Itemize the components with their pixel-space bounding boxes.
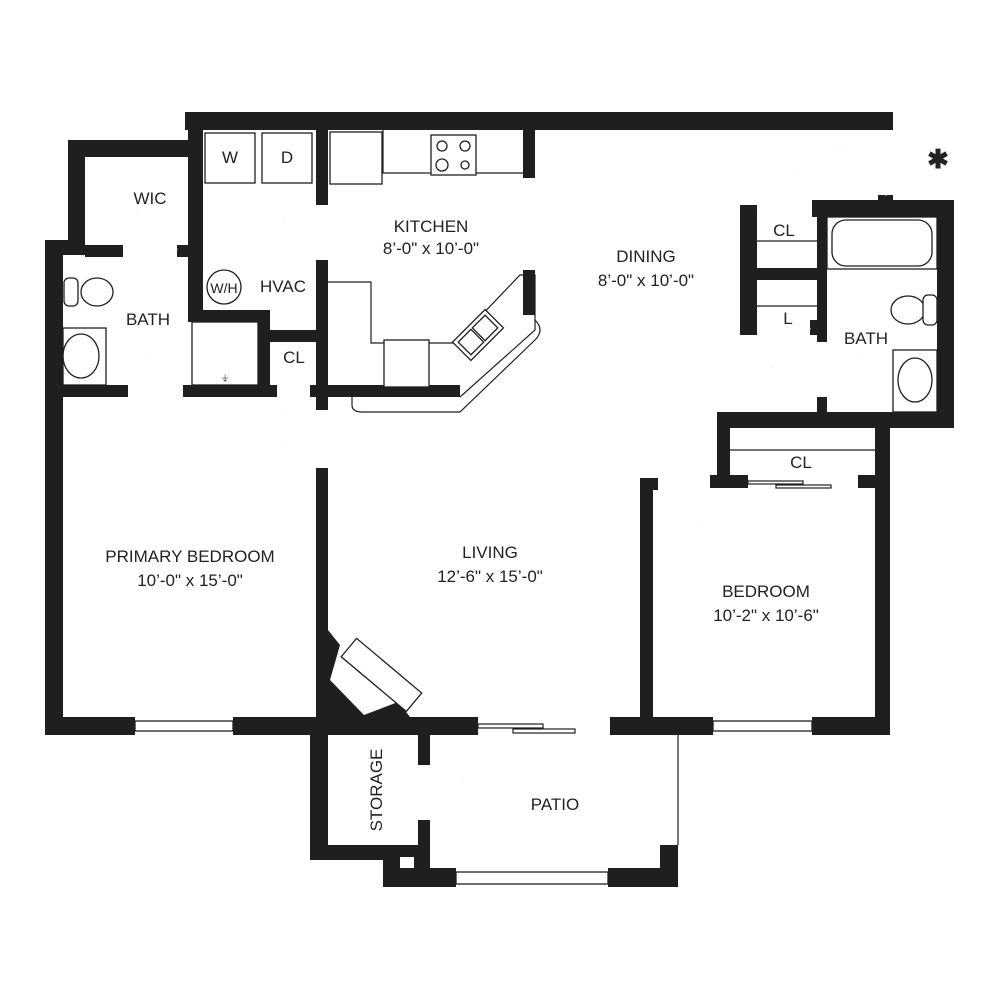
kitchen-dims: 8’-0" x 10’-0" — [383, 239, 479, 258]
dryer-icon — [261, 132, 313, 184]
dryer-label: D — [281, 148, 293, 167]
primary-bedroom-label: PRIMARY BEDROOM — [105, 547, 274, 566]
water-heater-icon — [206, 269, 242, 305]
windows — [134, 720, 813, 885]
toilet-icon — [63, 277, 114, 307]
bathroom-sink-icon — [892, 349, 938, 413]
living-label: LIVING — [462, 543, 518, 562]
room-labels: W D W/H WIC BATH HVAC CL KITCHEN 8’-0" x… — [105, 144, 949, 831]
bathtub-icon — [826, 216, 938, 270]
cooktop-icon — [430, 134, 477, 176]
dining-label: DINING — [616, 247, 676, 266]
cl-hall-label: CL — [773, 221, 795, 240]
washer-icon — [204, 132, 256, 184]
linen-label: L — [783, 309, 792, 328]
patio-label: PATIO — [531, 795, 580, 814]
bedroom-label: BEDROOM — [722, 582, 810, 601]
fixtures: ⍖ — [62, 130, 938, 713]
bath-second-label: BATH — [844, 329, 888, 348]
primary-bedroom-dims: 10’-0" x 15’-0" — [137, 571, 243, 590]
fireplace-icon — [340, 637, 423, 713]
bath-primary-label: BATH — [126, 310, 170, 329]
dishwasher-icon — [383, 339, 430, 388]
wic-label: WIC — [133, 189, 166, 208]
doors — [137, 147, 888, 819]
refrigerator-icon — [329, 131, 383, 185]
shower-icon — [191, 321, 259, 386]
living-dims: 12’-6" x 15’-0" — [437, 567, 543, 586]
bedroom-dims: 10’-2" x 10’-6" — [713, 606, 819, 625]
bathroom-sink-icon — [62, 327, 107, 386]
kitchen-label: KITCHEN — [394, 217, 469, 236]
asterisk-marker-icon: ✱ — [927, 144, 949, 174]
dining-dims: 8’-0" x 10’-0" — [598, 271, 694, 290]
hvac-label: HVAC — [260, 277, 306, 296]
storage-label: STORAGE — [367, 749, 386, 832]
walls — [45, 112, 954, 887]
washer-label: W — [222, 148, 238, 167]
kitchen-sink-icon — [451, 308, 505, 362]
cl-bedroom-label: CL — [790, 453, 812, 472]
cl-hvac-label: CL — [283, 348, 305, 367]
toilet-icon — [890, 294, 938, 326]
sliding-doors — [477, 480, 832, 734]
shower-head-icon: ⍖ — [220, 370, 230, 387]
water-heater-label: W/H — [210, 280, 237, 296]
